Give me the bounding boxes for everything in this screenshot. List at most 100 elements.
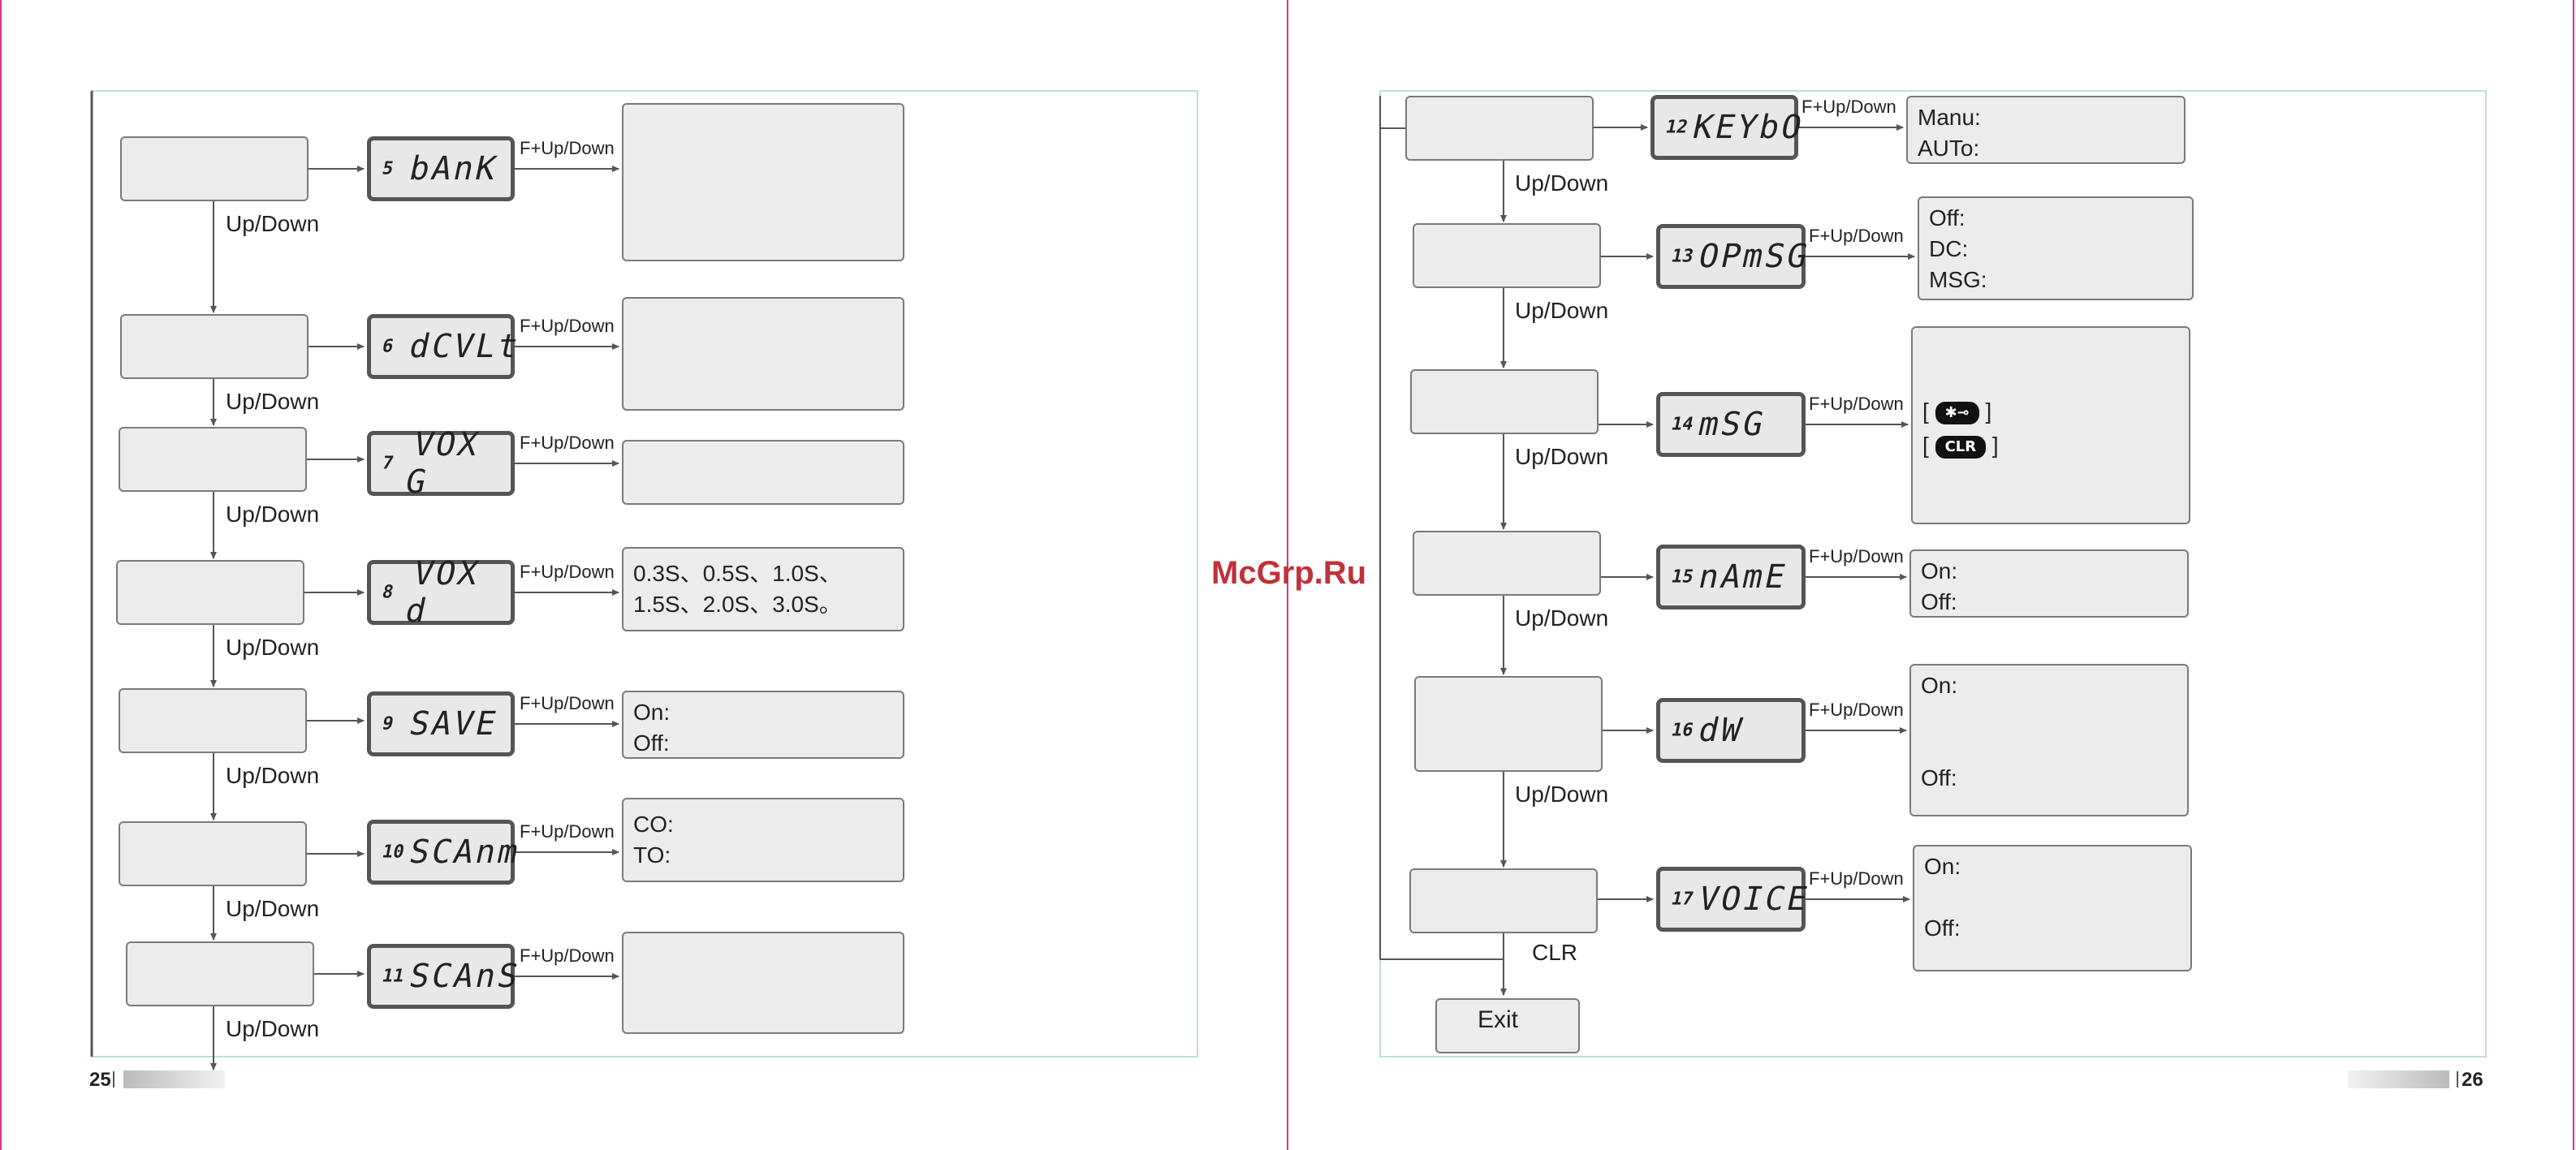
lcd-menu-code: VOX d [402,555,485,630]
option-box: CO:TO: [622,798,904,882]
f-updown-label: F+Up/Down [520,562,615,582]
f-updown-label: F+Up/Down [1809,226,1904,246]
updown-label: Up/Down [1515,298,1609,323]
updown-label: Up/Down [1515,170,1609,196]
page-number-left: 25 [89,1069,111,1091]
option-line: TO: [633,842,671,868]
option-line [1921,701,2177,732]
option-line: AUTo: [1918,136,1980,161]
lcd-display: 9 SAVE [367,691,515,756]
option-box: On:Off: [1909,664,2189,816]
option-line: Off: [1929,205,1965,230]
lcd-menu-number: 9 [380,713,395,734]
updown-label: Up/Down [226,389,320,414]
menu-state-box [120,314,309,379]
updown-label: Up/Down [226,896,320,921]
bracket-close: ] [1978,398,1992,424]
menu-state-box [120,136,309,201]
lcd-menu-code: SAVE [406,705,503,743]
exit-box [1435,998,1580,1053]
lcd-menu-number: 12 [1663,117,1690,138]
menu-state-box [1413,531,1601,596]
key-line: [ CLR ] [1922,430,2179,464]
bracket-open: [ [1922,398,1935,424]
updown-label: Up/Down [1515,605,1609,631]
lcd-menu-code: VOX G [402,426,485,501]
lcd-display: 5 bAnK [367,136,515,201]
lcd-menu-number: 7 [380,453,395,474]
option-line: On: [1921,558,1958,584]
lcd-menu-number: 11 [380,966,407,987]
option-box [622,932,904,1034]
lcd-menu-number: 10 [380,842,407,863]
star-key-icon: ✱⊸ [1935,401,1979,424]
lcd-menu-number: 16 [1669,720,1696,741]
menu-state-box [119,821,307,886]
lcd-menu-code: dW [1695,712,1748,749]
option-box [622,297,904,411]
option-box [622,440,904,505]
f-updown-label: F+Up/Down [520,138,615,158]
menu-state-box [116,560,304,625]
option-box: On: Off: [1909,549,2189,618]
option-box: Manu: AUTo: [1906,96,2186,164]
page-number-bar-left [123,1070,225,1088]
bracket-close: ] [1986,433,1999,458]
menu-state-box [1410,369,1599,434]
menu-state-box [1409,868,1598,933]
option-line [1921,732,2177,763]
f-updown-label: F+Up/Down [1809,394,1904,414]
f-updown-label: F+Up/Down [520,316,615,336]
option-box: Off:DC:MSG: [1918,196,2194,300]
lcd-menu-code: KEYbO [1689,109,1808,146]
lcd-menu-number: 8 [380,582,395,603]
lcd-display: 8 VOX d [367,555,515,630]
menu-state-box [1414,676,1603,772]
page-number-right: 26 [2462,1069,2483,1091]
lcd-menu-code: OPmSG [1695,238,1814,275]
option-line [1924,882,2181,913]
lcd-menu-code: SCAnS [406,958,524,995]
lcd-display: 7 VOX G [367,426,515,501]
option-box: 0.3S、0.5S、1.0S、1.5S、2.0S、3.0S。 [622,547,904,631]
lcd-menu-number: 17 [1669,889,1696,910]
f-updown-label: F+Up/Down [520,693,615,713]
page-number-bar-right [2348,1070,2449,1088]
updown-label: Up/Down [226,1016,320,1041]
option-line: Off: [1921,765,1957,790]
option-line: Off: [1924,915,1961,941]
lcd-menu-code: dCVLt [406,328,524,365]
lcd-menu-code: mSG [1695,406,1770,443]
option-box: On:Off: [1913,845,2192,971]
clr-label: CLR [1532,940,1578,965]
key-line: [ ✱⊸ ] [1922,396,2179,430]
lcd-menu-number: 14 [1669,414,1696,435]
option-line: Manu: [1918,105,1981,130]
f-updown-label: F+Up/Down [1801,97,1896,117]
exit-label: Exit [1478,1006,1519,1033]
updown-label: Up/Down [226,502,320,527]
watermark-text: McGrp.Ru [1211,555,1367,591]
menu-state-box [1405,96,1594,161]
option-line: DC: [1929,236,1969,261]
option-line: Off: [1921,589,1957,614]
option-line: 0.3S、0.5S、1.0S、 [633,561,842,586]
option-box: [ ✱⊸ ][ CLR ] [1911,326,2190,524]
lcd-menu-code: bAnK [406,150,503,187]
lcd-menu-number: 13 [1669,246,1696,267]
option-box [622,103,904,261]
lcd-menu-number: 5 [380,158,395,179]
menu-state-box [119,427,307,492]
menu-state-box [1413,223,1601,288]
updown-label: Up/Down [1515,444,1609,469]
